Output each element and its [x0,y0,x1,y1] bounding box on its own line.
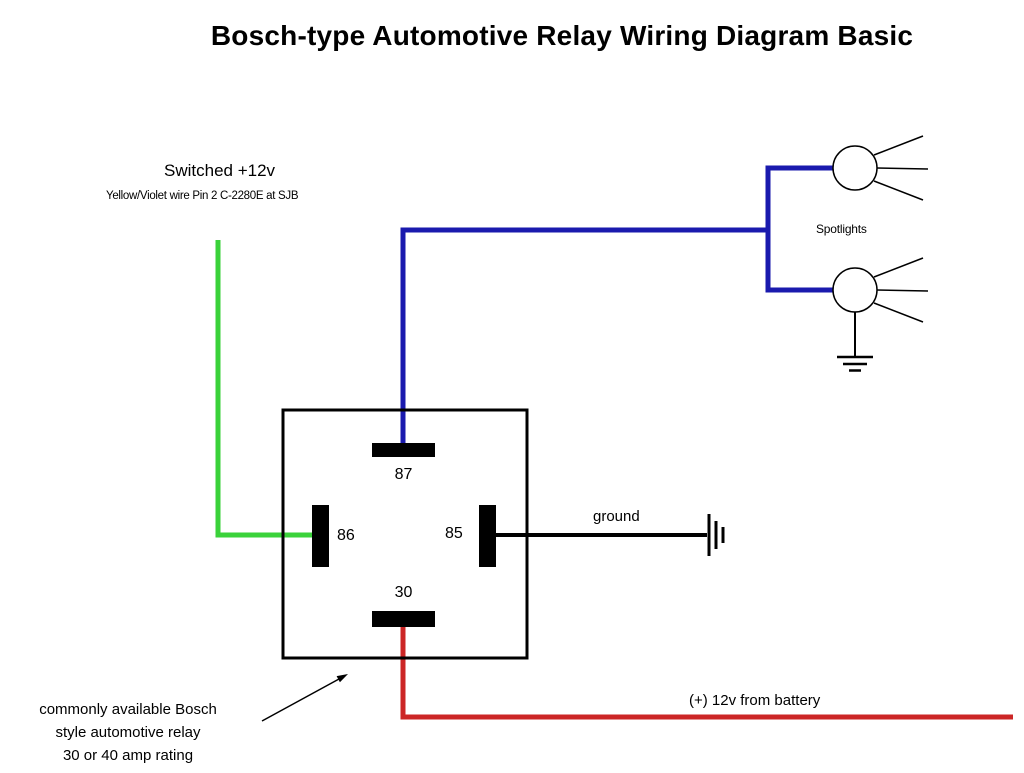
pin-30-label: 30 [394,584,413,601]
pin-87-terminal [372,443,435,457]
spotlight-top [832,135,929,201]
pin-30-terminal [372,611,435,627]
relay-ground-symbol [707,514,725,556]
spotlight-bottom [832,257,929,323]
switched-12v-wire [215,240,314,538]
spotlight-ground-symbol [837,312,873,372]
wire-spec-label: Yellow/Violet wire Pin 2 C-2280E at SJB [106,190,299,202]
relay-note-line2: style automotive relay [55,724,201,741]
diagram-title: Bosch-type Automotive Relay Wiring Diagr… [210,20,914,51]
battery-label: (+) 12v from battery [689,692,821,709]
relay-box [281,408,529,660]
pin-85-terminal [479,505,496,567]
pin-85-label: 85 [445,525,463,542]
pin-87-label: 87 [394,466,413,483]
battery-wire [400,619,1013,720]
pin-86-terminal [312,505,329,567]
pin-86-label: 86 [337,527,355,544]
ground-label: ground [593,508,640,525]
switched-12v-label: Switched +12v [164,161,276,180]
spotlights-label: Spotlights [816,222,867,236]
relay-to-spotlights-wire [400,165,834,452]
relay-note-line3: 30 or 40 amp rating [62,747,194,764]
relay-note-arrow [261,674,348,722]
relay-note: commonly available Bosch style automotiv… [6,698,250,767]
relay-note-line1: commonly available Bosch [39,701,217,718]
